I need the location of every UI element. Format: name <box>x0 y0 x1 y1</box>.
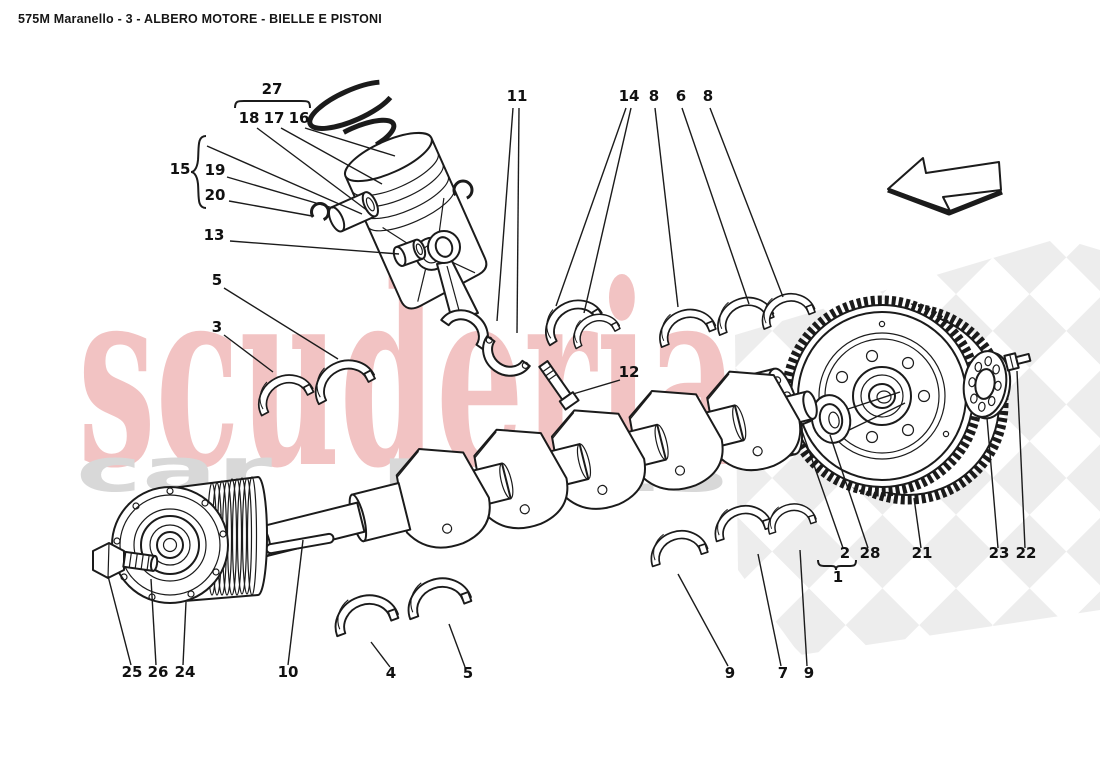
leader-line <box>150 578 157 666</box>
part-number-callout: 24 <box>175 663 196 681</box>
leader-line <box>496 107 514 322</box>
piston-pin <box>327 191 379 233</box>
circlip <box>452 179 474 201</box>
part-number-callout: 8 <box>703 87 713 105</box>
drive-plate-bolt <box>1003 352 1032 372</box>
part-number-callout: 25 <box>122 663 143 681</box>
part-number-callout: 1 <box>833 568 843 586</box>
rod-bolt <box>538 360 580 411</box>
leader-line <box>681 107 750 305</box>
drive-plate <box>962 350 1012 420</box>
part-number-callout: 4 <box>386 664 396 682</box>
crankshaft <box>256 367 818 557</box>
connecting-rod <box>427 230 531 377</box>
part-number-callout: 16 <box>289 109 310 127</box>
part-number-callout: 2 <box>840 544 850 562</box>
part-number-callout: 20 <box>205 186 226 204</box>
page-title: 575M Maranello - 3 - ALBERO MOTORE - BIE… <box>18 12 382 26</box>
leader-line <box>913 497 922 549</box>
small-end-bushing <box>392 238 427 267</box>
part-number-callout: 21 <box>912 544 933 562</box>
leader-line <box>757 553 782 667</box>
leader-line <box>206 145 363 215</box>
leader-line <box>304 127 396 157</box>
part-number-callout: 8 <box>649 87 659 105</box>
part-number-callout: 5 <box>463 664 473 682</box>
part-number-callout: 6 <box>676 87 686 105</box>
part-number-callout: 23 <box>989 544 1010 562</box>
part-number-callout: 27 <box>262 80 283 98</box>
part-number-callout: 12 <box>619 363 640 381</box>
direction-arrow-icon <box>887 157 1003 216</box>
part-number-callout: 14 <box>619 87 640 105</box>
leader-line <box>448 623 466 668</box>
part-number-callout: 19 <box>205 161 226 179</box>
leader-line <box>555 107 627 307</box>
leader-line <box>572 379 621 395</box>
callout-brackets <box>190 100 857 571</box>
part-number-callout: 17 <box>264 109 285 127</box>
part-number-callout: 5 <box>212 271 222 289</box>
leader-line <box>182 601 187 666</box>
leader-line <box>583 107 632 314</box>
part-number-callout: 9 <box>725 664 735 682</box>
leader-line <box>986 417 999 549</box>
part-number-callout: 9 <box>804 664 814 682</box>
leader-line <box>800 427 844 549</box>
part-number-callout: 15 <box>170 160 191 178</box>
part-number-callout: 22 <box>1016 544 1037 562</box>
leader-line <box>287 539 304 666</box>
leader-line <box>654 107 679 308</box>
pulley-damper <box>111 476 268 604</box>
part-number-callout: 10 <box>278 663 299 681</box>
part-number-callout: 11 <box>507 87 528 105</box>
leader-line <box>709 107 784 298</box>
pulley-bolt <box>92 542 159 579</box>
leader-line <box>1016 370 1026 549</box>
leader-line <box>107 575 132 666</box>
part-number-callout: 26 <box>148 663 169 681</box>
leader-line <box>228 200 313 217</box>
leader-line <box>226 176 334 209</box>
leader-line <box>256 127 369 212</box>
part-number-callout: 3 <box>212 318 222 336</box>
leader-line <box>799 549 808 667</box>
part-number-callout: 18 <box>239 109 260 127</box>
leader-line <box>829 434 869 549</box>
leader-line <box>516 107 520 334</box>
leader-line <box>677 573 729 667</box>
leader-line <box>229 240 400 255</box>
leader-line <box>370 641 391 668</box>
pilot-bearing <box>810 394 852 444</box>
part-number-callout: 13 <box>204 226 225 244</box>
leader-line <box>280 127 383 185</box>
leader-lines <box>107 107 1026 668</box>
leader-line <box>223 287 339 360</box>
leader-line <box>223 334 274 373</box>
part-number-callout: 28 <box>860 544 881 562</box>
part-number-callout: 7 <box>778 664 788 682</box>
